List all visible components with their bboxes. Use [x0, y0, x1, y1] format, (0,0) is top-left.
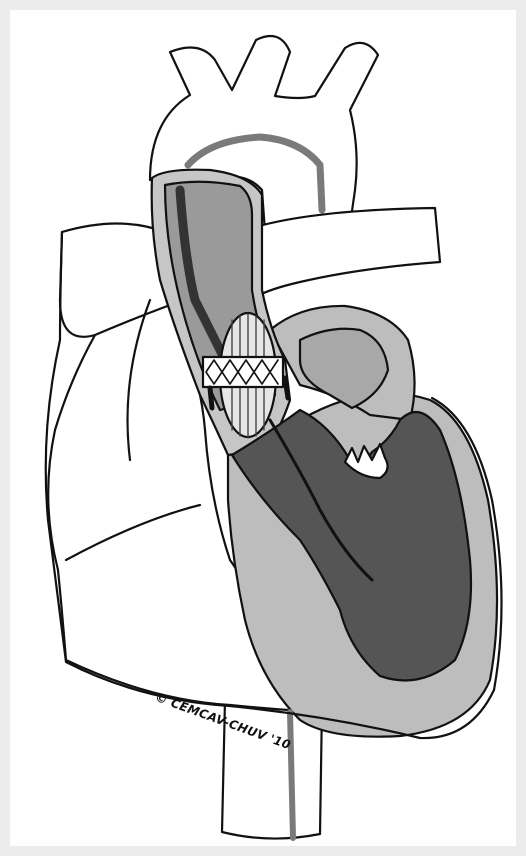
- annulus-left: [210, 388, 212, 408]
- valve-stent: [203, 357, 283, 387]
- annulus-right: [285, 378, 288, 398]
- sheath-lower: [290, 712, 293, 838]
